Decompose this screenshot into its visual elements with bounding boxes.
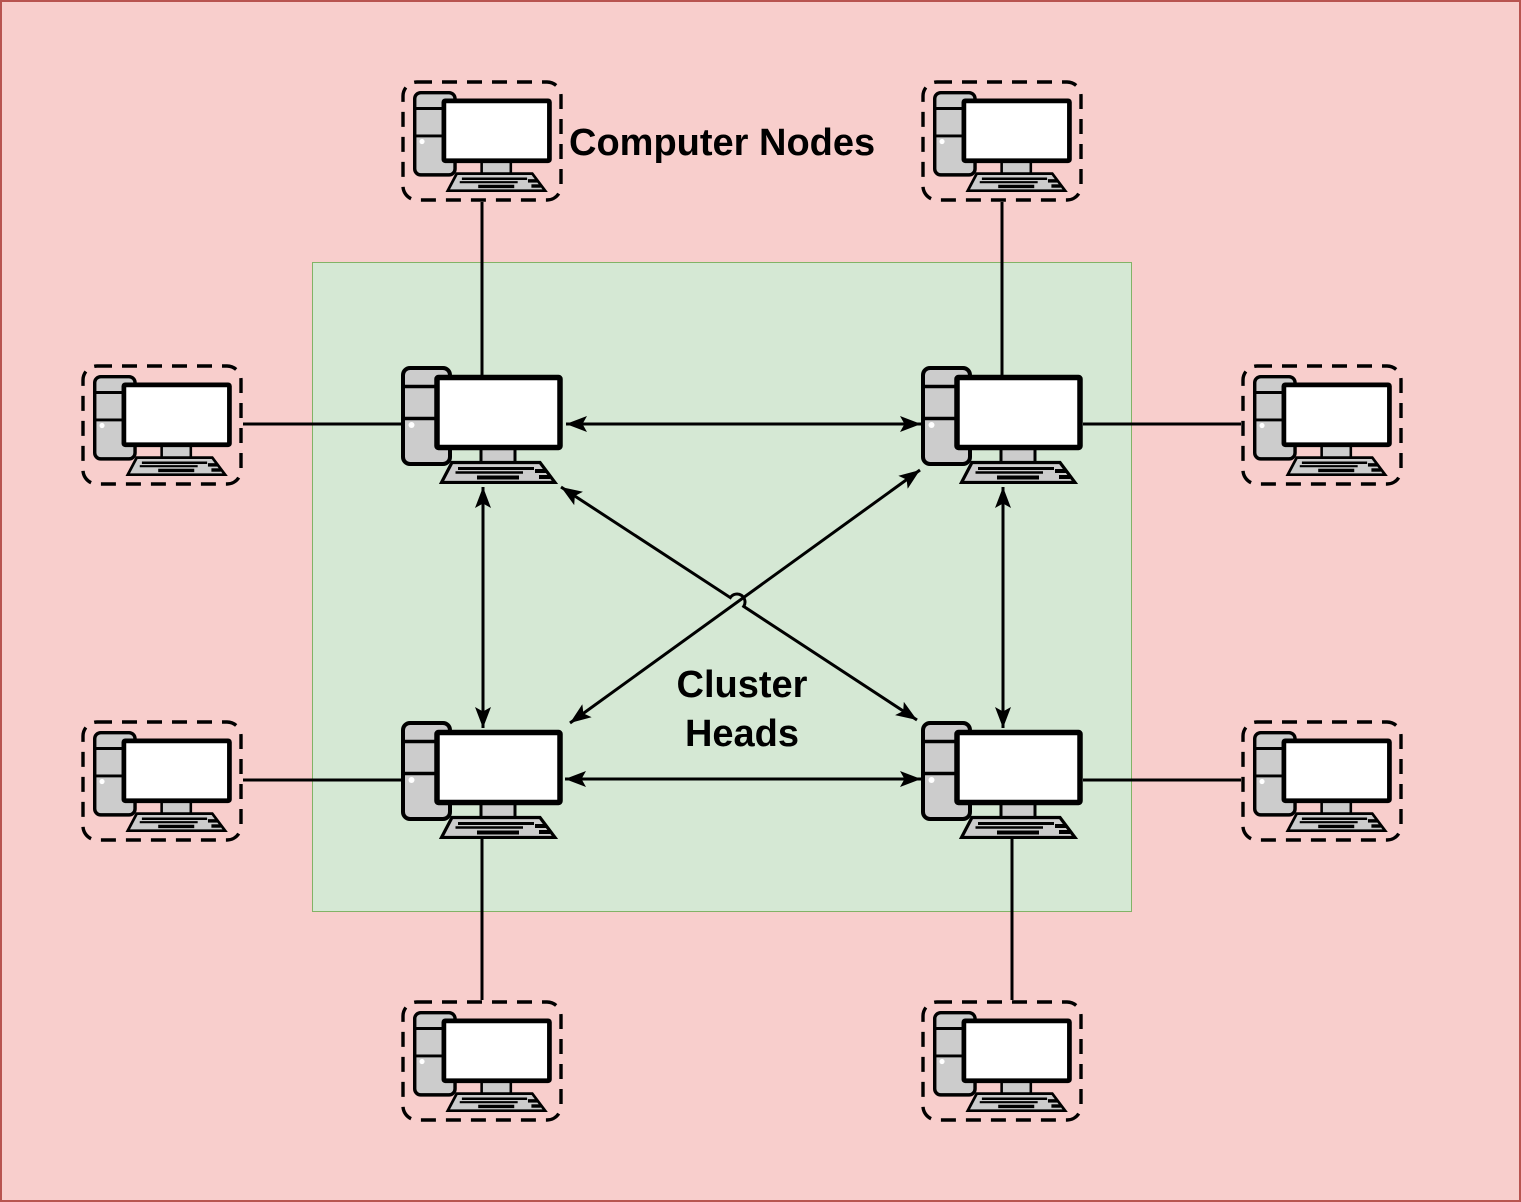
dashed-boundary: [1241, 720, 1403, 842]
node-lower-left: [81, 720, 243, 842]
computer-icon: [921, 366, 1083, 484]
computer-icon: [932, 90, 1072, 192]
node-middle-right: [1241, 364, 1403, 486]
computer-icon: [412, 1010, 552, 1112]
dashed-boundary: [921, 80, 1083, 202]
cluster-heads-label: Cluster Heads: [676, 664, 808, 755]
node-bottom-right: [921, 1000, 1083, 1122]
computer-icon: [401, 366, 563, 484]
dashed-boundary: [401, 80, 563, 202]
cluster-head-top-left: [401, 366, 563, 484]
computer-icon: [1252, 374, 1392, 476]
computer-icon: [932, 1010, 1072, 1112]
cluster-head-bottom-right: [921, 721, 1083, 839]
computer-icon: [401, 721, 563, 839]
dashed-boundary: [921, 1000, 1083, 1122]
cluster-head-top-right: [921, 366, 1083, 484]
node-top-right: [921, 80, 1083, 202]
node-middle-left: [81, 364, 243, 486]
computer-nodes-label: Computer Nodes: [569, 122, 876, 164]
computer-icon: [921, 721, 1083, 839]
node-top-left: [401, 80, 563, 202]
computer-icon: [92, 730, 232, 832]
computer-icon: [1252, 730, 1392, 832]
cluster-head-bottom-left: [401, 721, 563, 839]
node-lower-right: [1241, 720, 1403, 842]
dashed-boundary: [81, 364, 243, 486]
dashed-boundary: [81, 720, 243, 842]
dashed-boundary: [1241, 364, 1403, 486]
computer-icon: [412, 90, 552, 192]
dashed-boundary: [401, 1000, 563, 1122]
computer-icon: [92, 374, 232, 476]
connector-cluster-head-bottom-left-to-cluster-head-top-right: [569, 468, 921, 725]
node-bottom-left: [401, 1000, 563, 1122]
